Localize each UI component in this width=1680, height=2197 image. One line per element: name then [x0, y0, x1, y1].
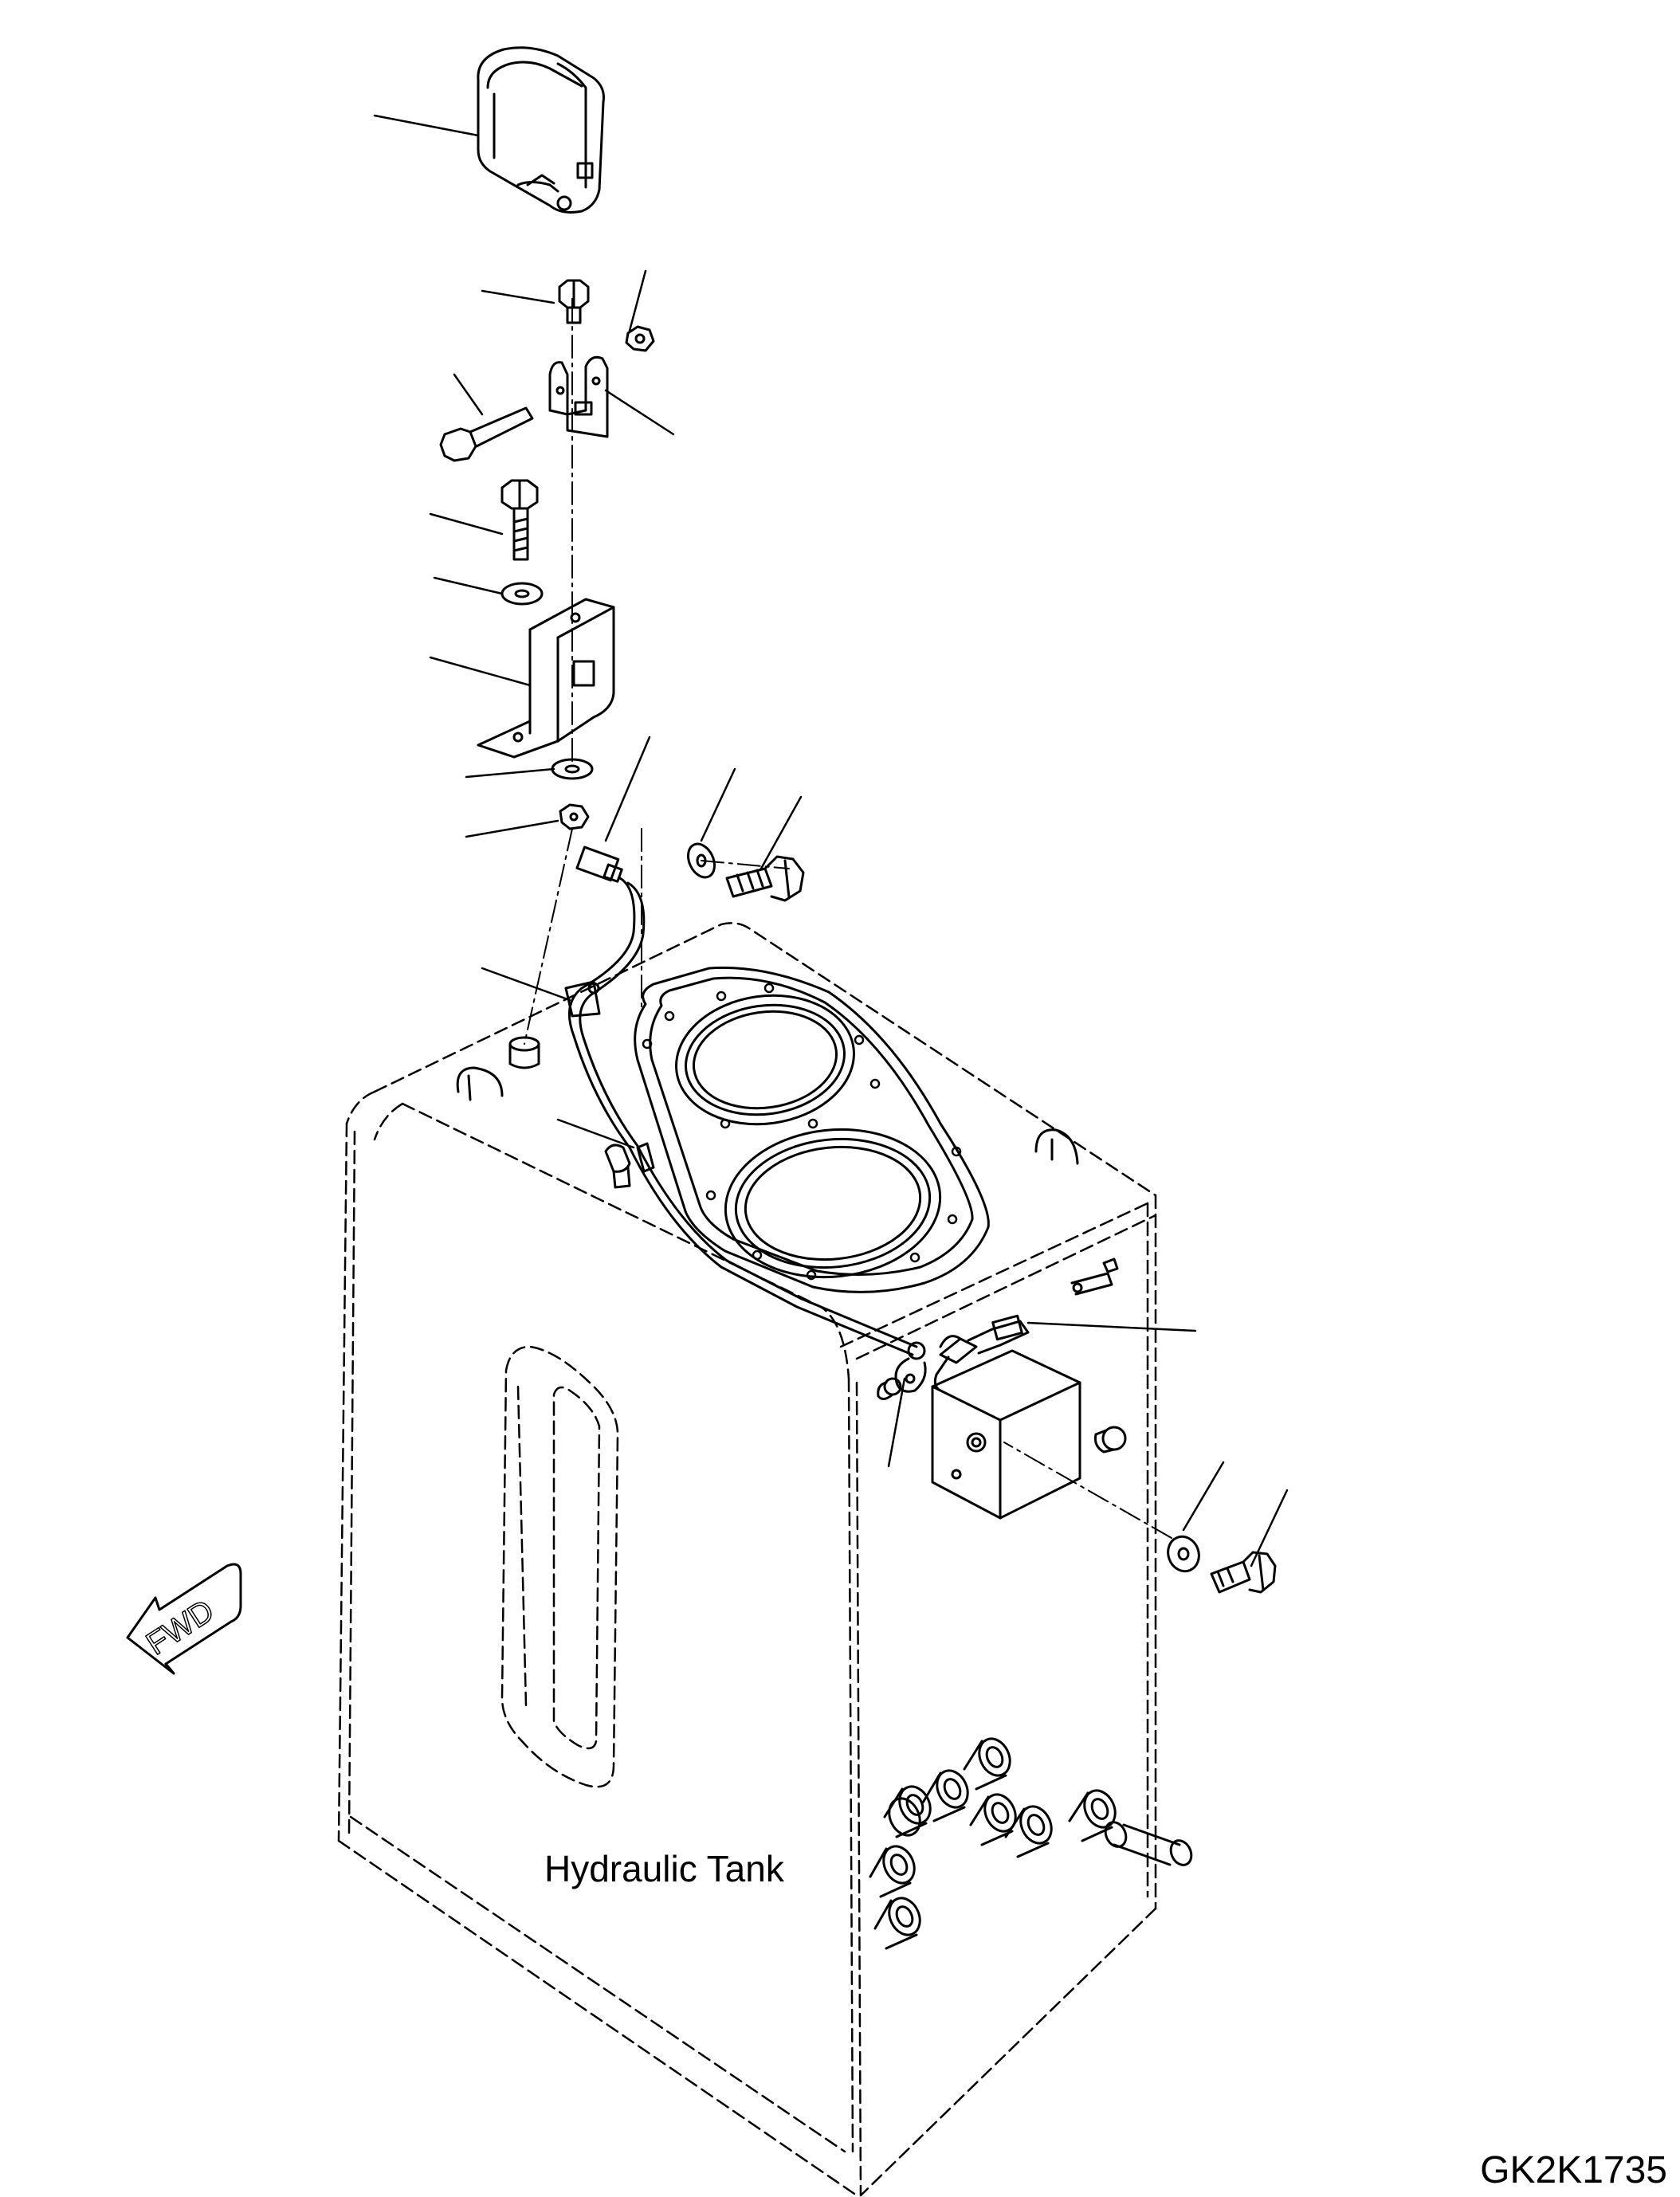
tank-label: Hydraulic Tank — [544, 1848, 784, 1889]
pipe-ports — [869, 1737, 1193, 1950]
alignment-axes — [524, 298, 1172, 1539]
sender-block — [931, 1349, 1081, 1520]
washer-right — [1167, 1535, 1200, 1573]
port-5 — [883, 1785, 932, 1838]
figure-code: GK2K1735 — [1480, 2149, 1667, 2191]
small-nut — [625, 325, 655, 352]
hex-bolt-medium — [500, 479, 539, 561]
port-pipe-long — [1104, 1821, 1193, 1866]
washer-lower — [551, 758, 594, 780]
port-7 — [869, 1845, 916, 1898]
port-6 — [888, 1797, 921, 1837]
port-4 — [1004, 1805, 1053, 1858]
port-8 — [873, 1897, 921, 1950]
lifting-eye-left — [456, 1066, 504, 1101]
hex-bolt-top-middle — [725, 855, 805, 902]
spacer-boss — [508, 1036, 540, 1069]
port-2 — [921, 1769, 969, 1822]
port-1 — [963, 1737, 1011, 1791]
tank-top-cover — [634, 966, 990, 1293]
lifting-eye-right — [1034, 1128, 1079, 1165]
long-bolt — [439, 406, 534, 462]
boss-fitting-right — [1094, 1426, 1127, 1454]
hydraulic-tank-outline — [337, 922, 1157, 2197]
work-light-housing — [477, 46, 605, 214]
hex-bolt-right — [1210, 1551, 1277, 1594]
washer-upper — [500, 582, 544, 606]
wiring-harness — [564, 845, 927, 1393]
boss-fitting-left — [877, 1377, 902, 1400]
clevis-bracket — [548, 355, 609, 438]
mounting-bracket — [477, 598, 615, 759]
hex-nut-lower — [559, 803, 590, 830]
small-hex-bolt — [558, 279, 590, 324]
leader-lines — [373, 114, 1289, 1567]
forward-direction-arrow — [126, 1563, 242, 1675]
washer-top-middle — [687, 842, 716, 879]
port-9 — [1068, 1789, 1117, 1842]
sight-gauge-slot — [500, 1345, 619, 1788]
port-3 — [969, 1793, 1017, 1846]
